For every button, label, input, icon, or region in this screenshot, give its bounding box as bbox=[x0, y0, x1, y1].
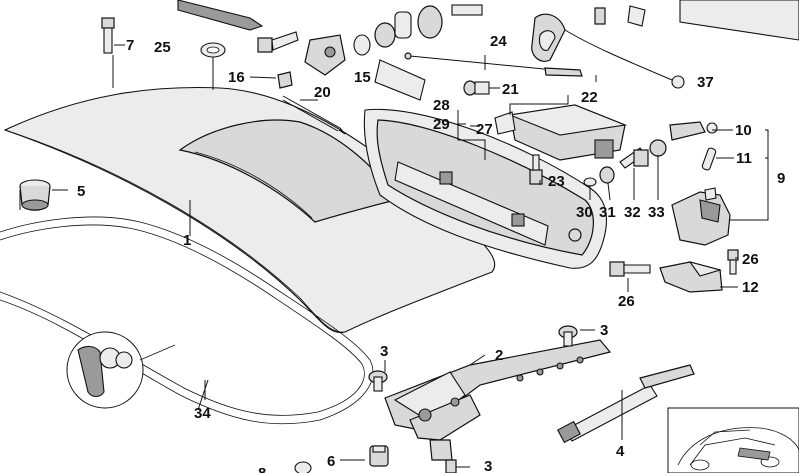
clip-top-right bbox=[594, 5, 646, 27]
leader-lines bbox=[19, 44, 769, 468]
callout-12: 12 bbox=[742, 279, 759, 296]
rubber-buffer bbox=[19, 179, 51, 211]
callout-28: 28 bbox=[433, 97, 450, 114]
car-location-inset bbox=[667, 407, 799, 473]
callout-11: 11 bbox=[736, 150, 752, 167]
trunk-hinge bbox=[384, 339, 612, 461]
callout-3-bottom: 3 bbox=[484, 458, 492, 473]
callout-10: 10 bbox=[735, 122, 752, 139]
callout-7: 7 bbox=[126, 37, 134, 54]
clip-16 bbox=[277, 71, 293, 89]
callout-32: 32 bbox=[624, 204, 641, 221]
callout-1: 1 bbox=[183, 232, 191, 249]
callout-3-left: 3 bbox=[380, 343, 388, 360]
bracket-plate bbox=[374, 59, 426, 101]
rod-24 bbox=[404, 52, 583, 77]
trunk-seal bbox=[0, 216, 374, 425]
washers-30-31 bbox=[583, 166, 615, 187]
callout-33: 33 bbox=[648, 204, 665, 221]
lock-mechanism-small bbox=[304, 34, 346, 76]
callout-26-right: 26 bbox=[742, 251, 759, 268]
callout-37: 37 bbox=[697, 74, 714, 91]
lock-actuator bbox=[494, 104, 628, 161]
license-plate-trim bbox=[363, 108, 608, 269]
seal-profile-detail bbox=[66, 331, 176, 409]
callout-31: 31 bbox=[599, 204, 616, 221]
bump-stop-6 bbox=[369, 445, 389, 467]
callout-labels: 7 25 16 15 20 5 1 24 37 21 22 28 29 27 1… bbox=[77, 33, 785, 473]
bracket-10 bbox=[669, 121, 718, 141]
clip-8 bbox=[294, 461, 312, 473]
callout-8: 8 bbox=[258, 465, 266, 473]
handle-grip bbox=[531, 13, 566, 62]
pin-11 bbox=[701, 147, 717, 171]
striker-12 bbox=[659, 261, 723, 293]
callout-9: 9 bbox=[777, 170, 785, 187]
trim-bar-top-right bbox=[679, 0, 799, 41]
callout-26-left: 26 bbox=[618, 293, 635, 310]
cable-37 bbox=[564, 29, 685, 89]
screw-3-top bbox=[558, 325, 578, 347]
lock-cylinder bbox=[353, 4, 483, 56]
callout-20: 20 bbox=[314, 84, 331, 101]
callout-23: 23 bbox=[548, 173, 565, 190]
callout-4: 4 bbox=[616, 443, 625, 460]
callout-5: 5 bbox=[77, 183, 85, 200]
callout-22: 22 bbox=[581, 89, 598, 106]
callout-15: 15 bbox=[354, 69, 371, 86]
bolt-26-left bbox=[609, 261, 651, 277]
callout-27: 27 bbox=[476, 121, 493, 138]
gas-strut bbox=[557, 364, 695, 444]
callout-24: 24 bbox=[490, 33, 507, 50]
screw-26-right bbox=[727, 249, 739, 275]
callout-30: 30 bbox=[576, 204, 593, 221]
screw-23 bbox=[529, 154, 543, 185]
callout-29: 29 bbox=[433, 116, 450, 133]
trim-strip-top bbox=[177, 0, 264, 31]
callout-3-top: 3 bbox=[600, 322, 608, 339]
screw-3-left bbox=[368, 370, 388, 392]
callout-25: 25 bbox=[154, 39, 171, 56]
clip-21 bbox=[463, 80, 490, 96]
bolt-32-nut-33 bbox=[619, 139, 667, 169]
hex-bolt-top bbox=[257, 31, 299, 53]
callout-34: 34 bbox=[194, 405, 211, 422]
callout-2: 2 bbox=[495, 347, 503, 364]
callout-16: 16 bbox=[228, 69, 245, 86]
rod-20 bbox=[282, 95, 346, 135]
sealing-washer bbox=[200, 42, 226, 58]
screw-3-bottom bbox=[445, 459, 457, 473]
callout-6: 6 bbox=[327, 453, 335, 470]
callout-21: 21 bbox=[502, 81, 519, 98]
stud-bolt bbox=[101, 17, 115, 54]
trunk-latch bbox=[671, 187, 731, 246]
